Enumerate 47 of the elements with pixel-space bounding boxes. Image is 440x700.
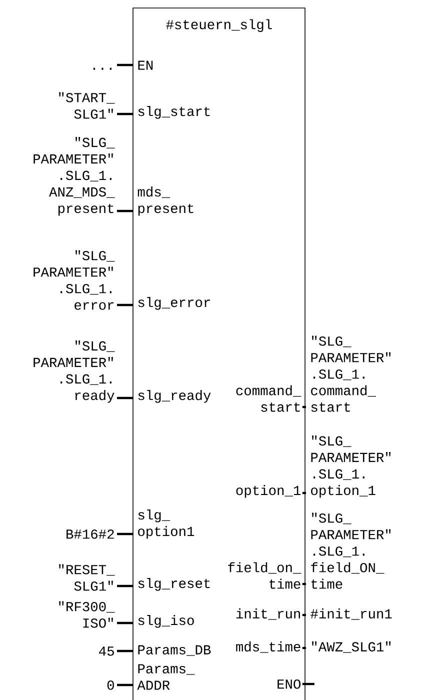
connection-line (302, 406, 306, 408)
connection-line (117, 684, 133, 686)
connection-line (117, 584, 133, 588)
connection-line (302, 614, 306, 616)
connection-line (302, 492, 306, 494)
pin-name: slg_error (138, 297, 210, 310)
connection-line (117, 112, 133, 116)
pin-name: slg_ option1 (138, 510, 194, 539)
operand-text: "SLG_ PARAMETER" .SLG_1. error (34, 250, 115, 310)
operand-text: "START_ SLG1" (59, 92, 115, 119)
pin-name: slg_iso (138, 615, 194, 628)
connection-line (302, 582, 306, 586)
pin-name: slg_start (138, 106, 210, 119)
operand-text: "SLG_ PARAMETER" .SLG_1. field_ON_ time (311, 512, 391, 589)
pin-name: Params_ ADDR (137, 664, 195, 690)
operand-text: ... (93, 68, 112, 70)
connection-line (117, 650, 133, 652)
connection-line (117, 64, 133, 66)
pin-name: option_1 (236, 485, 301, 498)
connection-line (302, 682, 314, 686)
operand-text: "SLG_ PARAMETER" .SLG_1. command_ start (311, 336, 391, 412)
operand-text: "SLG_ PARAMETER" .SLG_1. ready (34, 340, 115, 403)
pin-name: command_ start (236, 385, 302, 412)
pin-name: EN (138, 60, 153, 70)
connection-line (117, 210, 133, 212)
operand-text: 0 (107, 680, 114, 690)
connection-line (117, 304, 133, 306)
operand-text: "AWZ_SLG1" (312, 641, 391, 653)
connection-line (117, 396, 133, 400)
connection-line (117, 622, 133, 624)
operand-text: B#16#2 (66, 530, 114, 539)
pin-name: field_on_ time (228, 562, 302, 589)
pin-name: Params_DB (138, 645, 211, 656)
pin-name: slg_ready (138, 390, 211, 403)
operand-text: "SLG_ PARAMETER" .SLG_1. option_1 (311, 436, 391, 498)
operand-text: "RESET_ SLG1" (59, 564, 115, 591)
pin-name: init_run (236, 608, 300, 620)
operand-text: "RF300_ ISO" (59, 601, 115, 628)
operand-text: #init_run1 (310, 608, 392, 620)
connection-line (302, 646, 306, 650)
connection-line (117, 532, 133, 536)
pin-name: ENO (278, 680, 301, 689)
operand-text: "SLG_ PARAMETER" .SLG_1. ANZ_MDS_ present (34, 137, 115, 216)
operand-text: 45 (99, 646, 114, 656)
pin-name: mds_time (236, 641, 300, 653)
pin-name: mds_ present (138, 186, 194, 216)
pin-name: slg_reset (138, 578, 210, 591)
